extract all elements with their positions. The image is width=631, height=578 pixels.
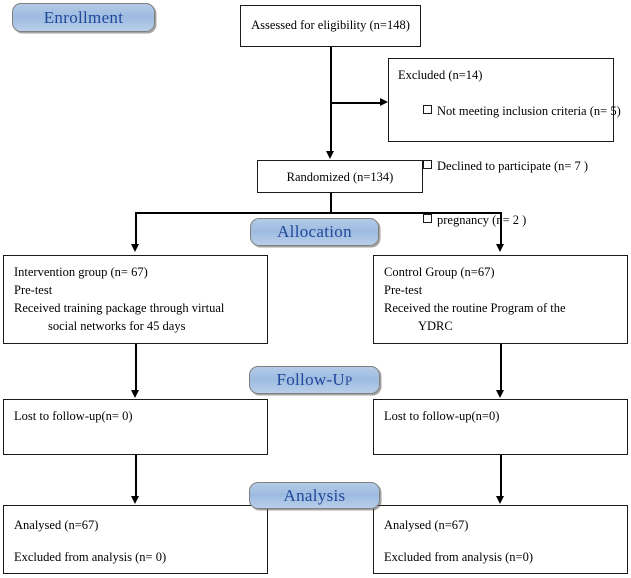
stage-banner-analysis-label: Analysis — [283, 485, 346, 505]
excluded-title: Excluded (n=14) — [398, 68, 483, 82]
randomized-text: Randomized (n=134) — [286, 170, 394, 184]
analysis-control-line-1: Analysed (n=67) — [384, 518, 469, 532]
analysis-intervention-line-2: Excluded from analysis (n= 0) — [14, 550, 167, 565]
checkbox-square-icon — [423, 105, 432, 115]
stage-banner-allocation: Allocation — [250, 218, 379, 246]
stage-banner-analysis: Analysis — [249, 482, 380, 509]
arrow-split-to-intervention — [131, 244, 139, 252]
arrow-control-to-followup — [496, 390, 504, 398]
connector-randomized-down — [330, 193, 332, 213]
excluded-reason-item: Declined to participate (n= 7 ) — [398, 139, 604, 193]
connector-randomized-to-excluded — [331, 102, 381, 104]
box-randomized: Randomized (n=134) — [257, 160, 423, 193]
box-excluded: Excluded (n=14) Not meeting inclusion cr… — [388, 58, 621, 227]
stage-banner-followup-label-tail: P — [344, 373, 353, 388]
assessed-for-eligibility-text: Assessed for eligibility (n=148) — [251, 18, 410, 32]
control-group-line-3: Received the routine Program of the — [384, 301, 566, 316]
arrow-followup-to-analysis-control — [496, 496, 504, 504]
stage-banner-allocation-label: Allocation — [277, 222, 352, 241]
box-analysis-control: Analysed (n=67) Excluded from analysis (… — [373, 505, 628, 574]
intervention-group-line-1: Intervention group (n= 67) — [14, 265, 148, 279]
stage-banner-enrollment: Enrollment — [12, 3, 155, 32]
box-assessed-for-eligibility: Assessed for eligibility (n=148) — [240, 5, 421, 47]
box-followup-intervention: Lost to follow-up(n= 0) — [3, 399, 268, 455]
arrow-intervention-to-followup — [131, 390, 139, 398]
connector-control-to-followup — [500, 344, 502, 391]
box-followup-control: Lost to follow-up(n=0) — [373, 399, 628, 455]
checkbox-square-icon — [423, 214, 432, 223]
box-control-group: Control Group (n=67) Pre-test Received t… — [373, 255, 628, 344]
connector-intervention-to-followup — [135, 344, 137, 391]
arrow-to-excluded — [380, 98, 388, 106]
connector-split-to-intervention — [135, 212, 137, 245]
arrow-split-to-control — [496, 244, 504, 252]
stage-banner-followup-label: Follow-U — [276, 370, 345, 389]
intervention-group-line-2: Pre-test — [14, 283, 53, 298]
control-group-line-1: Control Group (n=67) — [384, 265, 495, 279]
checkbox-square-icon — [423, 159, 432, 169]
analysis-intervention-line-1: Analysed (n=67) — [14, 518, 99, 532]
excluded-reason-text: Declined to participate (n= 7 ) — [437, 158, 589, 173]
intervention-group-line-3: Received training package through virtua… — [14, 301, 225, 316]
box-intervention-group: Intervention group (n= 67) Pre-test Rece… — [3, 255, 268, 344]
excluded-reason-item: pregnancy (n= 2 ) — [398, 193, 604, 247]
excluded-reason-text: Not meeting inclusion criteria (n= 5) — [437, 104, 621, 119]
connector-allocation-split — [135, 212, 501, 214]
followup-intervention-text: Lost to follow-up(n= 0) — [14, 409, 133, 423]
stage-banner-enrollment-label: Enrollment — [43, 7, 124, 27]
arrow-assessed-to-randomized — [326, 151, 334, 159]
box-analysis-intervention: Analysed (n=67) Excluded from analysis (… — [3, 505, 268, 574]
connector-followup-to-analysis-control — [500, 455, 502, 497]
control-group-line-2: Pre-test — [384, 283, 423, 298]
excluded-reason-item: Not meeting inclusion criteria (n= 5) — [398, 84, 621, 138]
connector-split-to-control — [500, 212, 502, 245]
intervention-group-line-4: social networks for 45 days — [48, 319, 186, 334]
analysis-control-line-2: Excluded from analysis (n=0) — [384, 550, 534, 565]
followup-control-text: Lost to follow-up(n=0) — [384, 409, 500, 423]
excluded-reason-text: pregnancy (n= 2 ) — [437, 213, 527, 227]
control-group-line-4: YDRC — [418, 319, 453, 334]
connector-followup-to-analysis-intervention — [135, 455, 137, 497]
connector-assessed-to-randomized — [330, 47, 332, 152]
arrow-followup-to-analysis-intervention — [131, 496, 139, 504]
